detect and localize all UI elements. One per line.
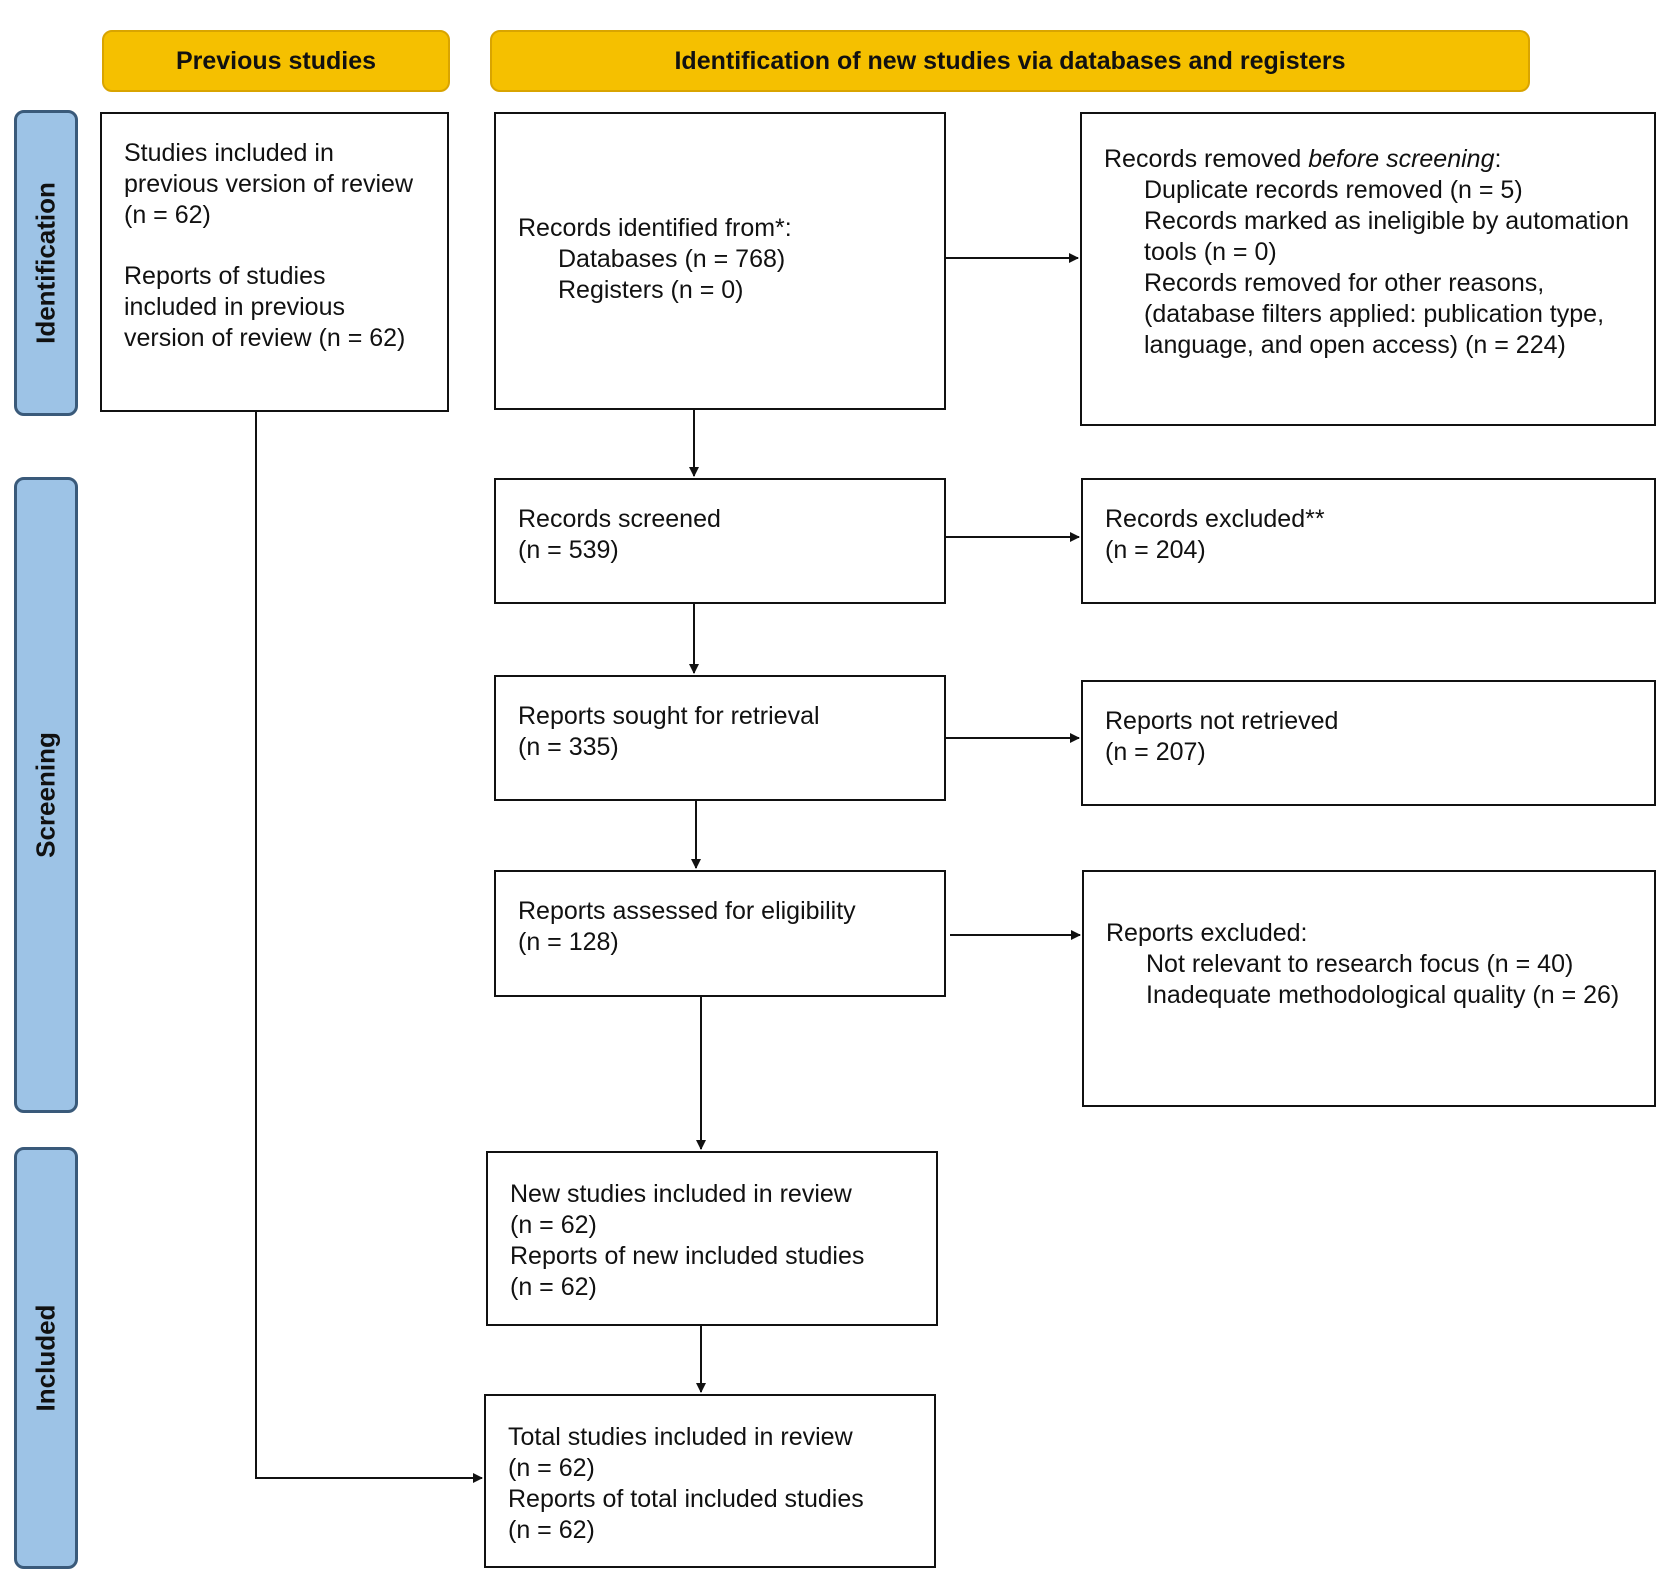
previous-studies-box: Studies included in previous version of … bbox=[100, 112, 449, 412]
records-removed-title-emph: before screening bbox=[1308, 145, 1495, 173]
stage-screening: Screening bbox=[14, 477, 78, 1113]
reports-assessed-count: (n = 128) bbox=[518, 928, 619, 956]
records-registers: Registers (n = 0) bbox=[558, 276, 744, 304]
reports-excluded-title: Reports excluded: bbox=[1106, 919, 1308, 947]
total-reports-count: (n = 62) bbox=[508, 1516, 595, 1544]
new-reports-count: (n = 62) bbox=[510, 1273, 597, 1301]
total-studies-included-box: Total studies included in review (n = 62… bbox=[484, 1394, 936, 1568]
records-identified-title: Records identified from*: bbox=[518, 214, 792, 242]
previous-studies-included: Studies included in previous version of … bbox=[124, 139, 414, 229]
records-databases: Databases (n = 768) bbox=[558, 245, 786, 273]
reports-excluded-reason-quality: Inadequate methodological quality (n = 2… bbox=[1146, 981, 1620, 1009]
reports-excluded-box: Reports excluded: Not relevant to resear… bbox=[1082, 870, 1656, 1107]
other-reasons-removed: Records removed for other reasons, (data… bbox=[1144, 269, 1605, 359]
records-excluded-count: (n = 204) bbox=[1105, 536, 1206, 564]
new-reports-title: Reports of new included studies bbox=[510, 1242, 865, 1270]
stage-included: Included bbox=[14, 1147, 78, 1569]
reports-sought-title: Reports sought for retrieval bbox=[518, 702, 820, 730]
automation-ineligible: Records marked as ineligible by automati… bbox=[1144, 207, 1629, 266]
reports-sought-count: (n = 335) bbox=[518, 733, 619, 761]
reports-assessed-title: Reports assessed for eligibility bbox=[518, 897, 856, 925]
total-reports-title: Reports of total included studies bbox=[508, 1485, 864, 1513]
duplicate-records: Duplicate records removed (n = 5) bbox=[1144, 176, 1523, 204]
reports-not-retrieved-box: Reports not retrieved (n = 207) bbox=[1081, 680, 1656, 806]
reports-not-retrieved-title: Reports not retrieved bbox=[1105, 707, 1339, 735]
records-screened-title: Records screened bbox=[518, 505, 721, 533]
new-studies-included-box: New studies included in review (n = 62) … bbox=[486, 1151, 938, 1326]
records-excluded-title: Records excluded** bbox=[1105, 505, 1325, 533]
records-excluded-box: Records excluded** (n = 204) bbox=[1081, 478, 1656, 604]
total-studies-title: Total studies included in review bbox=[508, 1423, 853, 1451]
total-studies-count: (n = 62) bbox=[508, 1454, 595, 1482]
records-removed-title: Records removed before screening: bbox=[1104, 144, 1632, 175]
records-identified-box: Records identified from*: Databases (n =… bbox=[494, 112, 946, 410]
reports-assessed-box: Reports assessed for eligibility (n = 12… bbox=[494, 870, 946, 997]
records-removed-title-prefix: Records removed bbox=[1104, 145, 1309, 173]
reports-sought-box: Reports sought for retrieval (n = 335) bbox=[494, 675, 946, 801]
header-new-studies: Identification of new studies via databa… bbox=[490, 30, 1530, 92]
records-screened-box: Records screened (n = 539) bbox=[494, 478, 946, 604]
records-screened-count: (n = 539) bbox=[518, 536, 619, 564]
header-previous-studies: Previous studies bbox=[102, 30, 450, 92]
reports-excluded-reason-relevance: Not relevant to research focus (n = 40) bbox=[1146, 950, 1574, 978]
records-removed-title-suffix: : bbox=[1494, 145, 1502, 173]
arrow-previous-to-total-included bbox=[255, 412, 483, 1483]
stage-identification: Identification bbox=[14, 110, 78, 416]
previous-reports-included: Reports of studies included in previous … bbox=[124, 262, 406, 352]
new-studies-title: New studies included in review bbox=[510, 1180, 852, 1208]
records-removed-box: Records removed before screening: Duplic… bbox=[1080, 112, 1656, 426]
reports-not-retrieved-count: (n = 207) bbox=[1105, 738, 1206, 766]
new-studies-count: (n = 62) bbox=[510, 1211, 597, 1239]
